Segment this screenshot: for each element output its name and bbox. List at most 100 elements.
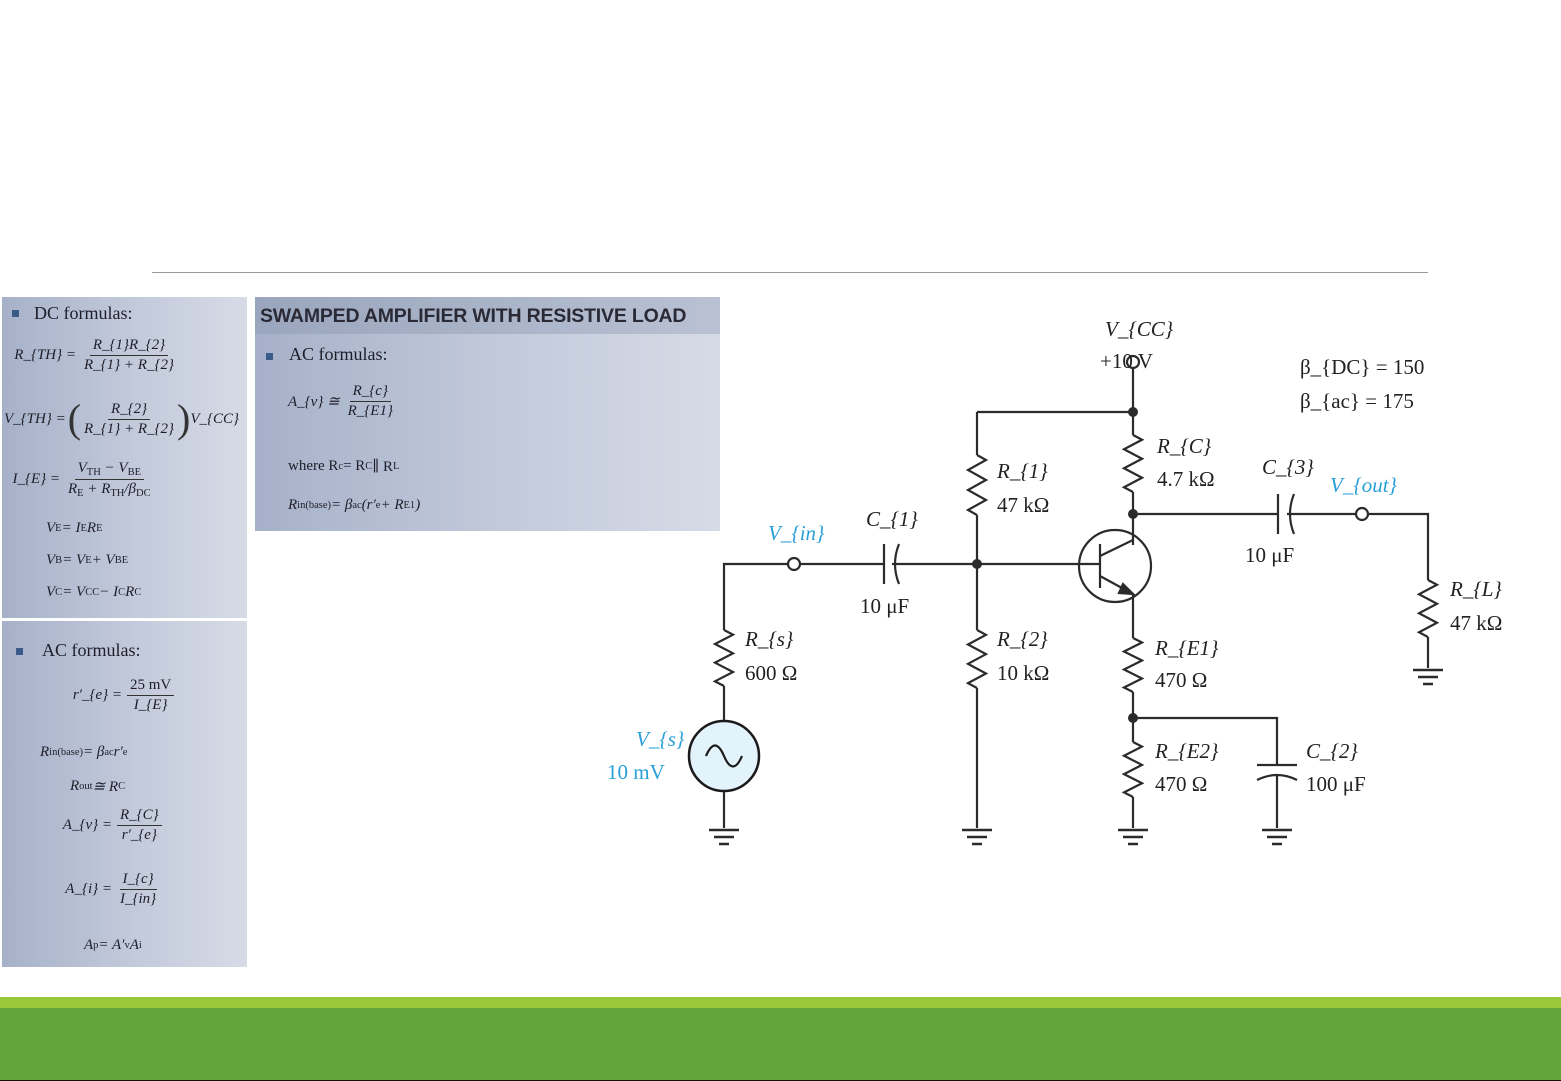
c1-capacitor bbox=[892, 543, 977, 585]
c2-value: 100 μF bbox=[1306, 772, 1366, 796]
numerator: I_{c} bbox=[119, 871, 157, 890]
ac-formulas-title: AC formulas: bbox=[42, 640, 141, 660]
denominator: RE + RTH/βDC bbox=[68, 481, 151, 500]
formula-ai: A_{i} = I_{c}I_{in} bbox=[2, 871, 159, 908]
ground-icon bbox=[709, 828, 739, 846]
re2-value: 470 Ω bbox=[1155, 772, 1208, 796]
rs-label: R_{s} bbox=[745, 627, 794, 651]
rc-value: 4.7 kΩ bbox=[1157, 467, 1215, 491]
formula-rhs: V_{CC} bbox=[190, 410, 239, 427]
c3-plate bbox=[1133, 494, 1280, 534]
ground-icon bbox=[1118, 828, 1148, 846]
vcc-value: +10 V bbox=[1100, 349, 1153, 373]
vout-label: V_{out} bbox=[1330, 473, 1397, 497]
numerator: R_{C} bbox=[117, 807, 162, 826]
r1-label: R_{1} bbox=[997, 459, 1048, 483]
transistor-symbol bbox=[1077, 528, 1153, 604]
footer-bar bbox=[0, 1008, 1561, 1080]
ground-icon bbox=[1262, 828, 1292, 846]
r2-value: 10 kΩ bbox=[997, 661, 1050, 685]
rs-resistor bbox=[712, 629, 736, 687]
ground-icon bbox=[1413, 668, 1443, 686]
c3-capacitor bbox=[1287, 493, 1430, 580]
numerator: R_{c} bbox=[349, 383, 391, 402]
denominator: R_{1} + R_{2} bbox=[84, 420, 174, 437]
re1-label: R_{E1} bbox=[1155, 636, 1219, 660]
vout-terminal bbox=[1354, 506, 1370, 522]
numerator: R_{2} bbox=[107, 401, 151, 420]
vcc-label: V_{CC} bbox=[1105, 317, 1174, 341]
denominator: r′_{e} bbox=[121, 827, 157, 843]
footer-accent-bar bbox=[0, 997, 1561, 1008]
c3-label: C_{3} bbox=[1262, 455, 1314, 479]
rl-resistor bbox=[1416, 579, 1440, 638]
close-paren: ) bbox=[177, 396, 191, 441]
numerator: VTH − VBE bbox=[74, 460, 144, 481]
numerator: R_{1}R_{2} bbox=[89, 337, 169, 356]
formula-lhs: A_{v} ≅ bbox=[288, 394, 340, 410]
dc-formulas-panel: DC formulas: R_{TH} = R_{1}R_{2}R_{1} + … bbox=[2, 297, 247, 618]
dc-formulas-title: DC formulas: bbox=[34, 303, 133, 323]
beta-dc-label: β_{DC} = 150 bbox=[1300, 355, 1425, 379]
bullet-icon bbox=[16, 648, 23, 655]
input-wire bbox=[722, 544, 886, 630]
vin-label: V_{in} bbox=[768, 521, 825, 545]
formula-vth: V_{TH} = ( R_{2}R_{1} + R_{2} ) V_{CC} bbox=[4, 399, 239, 439]
swamped-ac-title: AC formulas: bbox=[289, 344, 388, 364]
swamped-header: SWAMPED AMPLIFIER WITH RESISTIVE LOAD bbox=[255, 297, 720, 334]
c1-label: C_{1} bbox=[866, 507, 918, 531]
junction-dot bbox=[1128, 407, 1138, 417]
formula-lhs: r′_{e} = bbox=[72, 687, 122, 703]
vcc-wire bbox=[977, 368, 1135, 414]
open-paren: ( bbox=[67, 396, 82, 441]
c3-value: 10 μF bbox=[1245, 543, 1295, 567]
rl-value: 47 kΩ bbox=[1450, 611, 1503, 635]
rc-label: R_{C} bbox=[1157, 434, 1212, 458]
formula-av-swamped: A_{v} ≅ R_{c}R_{E1} bbox=[288, 383, 396, 420]
c1-value: 10 μF bbox=[860, 594, 910, 618]
formula-lhs: R_{TH} = bbox=[14, 347, 76, 363]
formula-lhs: A_{i} = bbox=[65, 881, 112, 897]
title-divider bbox=[152, 272, 1428, 273]
re2-label: R_{E2} bbox=[1155, 739, 1219, 763]
ground-icon bbox=[962, 828, 992, 846]
numerator: 25 mV bbox=[127, 677, 175, 696]
formula-rth: R_{TH} = R_{1}R_{2}R_{1} + R_{2} bbox=[6, 337, 177, 374]
bullet-icon bbox=[266, 353, 273, 360]
formula-av: A_{v} = R_{C}r′_{e} bbox=[2, 807, 162, 844]
junction-dot bbox=[972, 559, 982, 569]
formula-lhs: A_{v} = bbox=[62, 817, 112, 833]
sine-wave-icon bbox=[704, 744, 744, 768]
formula-lhs: I_{E} = bbox=[12, 471, 60, 488]
beta-ac-label: β_{ac} = 175 bbox=[1300, 389, 1414, 413]
denominator: R_{E1} bbox=[347, 403, 393, 419]
vs-value: 10 mV bbox=[607, 760, 665, 784]
r1-resistor bbox=[965, 454, 989, 516]
junction-dot bbox=[1128, 509, 1138, 519]
bullet-icon bbox=[12, 310, 19, 317]
rs-value: 600 Ω bbox=[745, 661, 798, 685]
rl-label: R_{L} bbox=[1450, 577, 1502, 601]
transistor-bjt bbox=[977, 539, 1134, 595]
vcc-terminal bbox=[1125, 354, 1141, 370]
re1-value: 470 Ω bbox=[1155, 668, 1208, 692]
junction-dot bbox=[1128, 713, 1138, 723]
emitter-arrow-icon bbox=[1117, 582, 1136, 596]
swamped-amplifier-panel: SWAMPED AMPLIFIER WITH RESISTIVE LOAD AC… bbox=[255, 297, 720, 531]
re1-resistor bbox=[1121, 637, 1145, 693]
re2-resistor bbox=[1121, 741, 1145, 798]
r2-label: R_{2} bbox=[997, 627, 1048, 651]
r2-resistor bbox=[965, 629, 989, 689]
c2-capacitor bbox=[1256, 763, 1298, 828]
